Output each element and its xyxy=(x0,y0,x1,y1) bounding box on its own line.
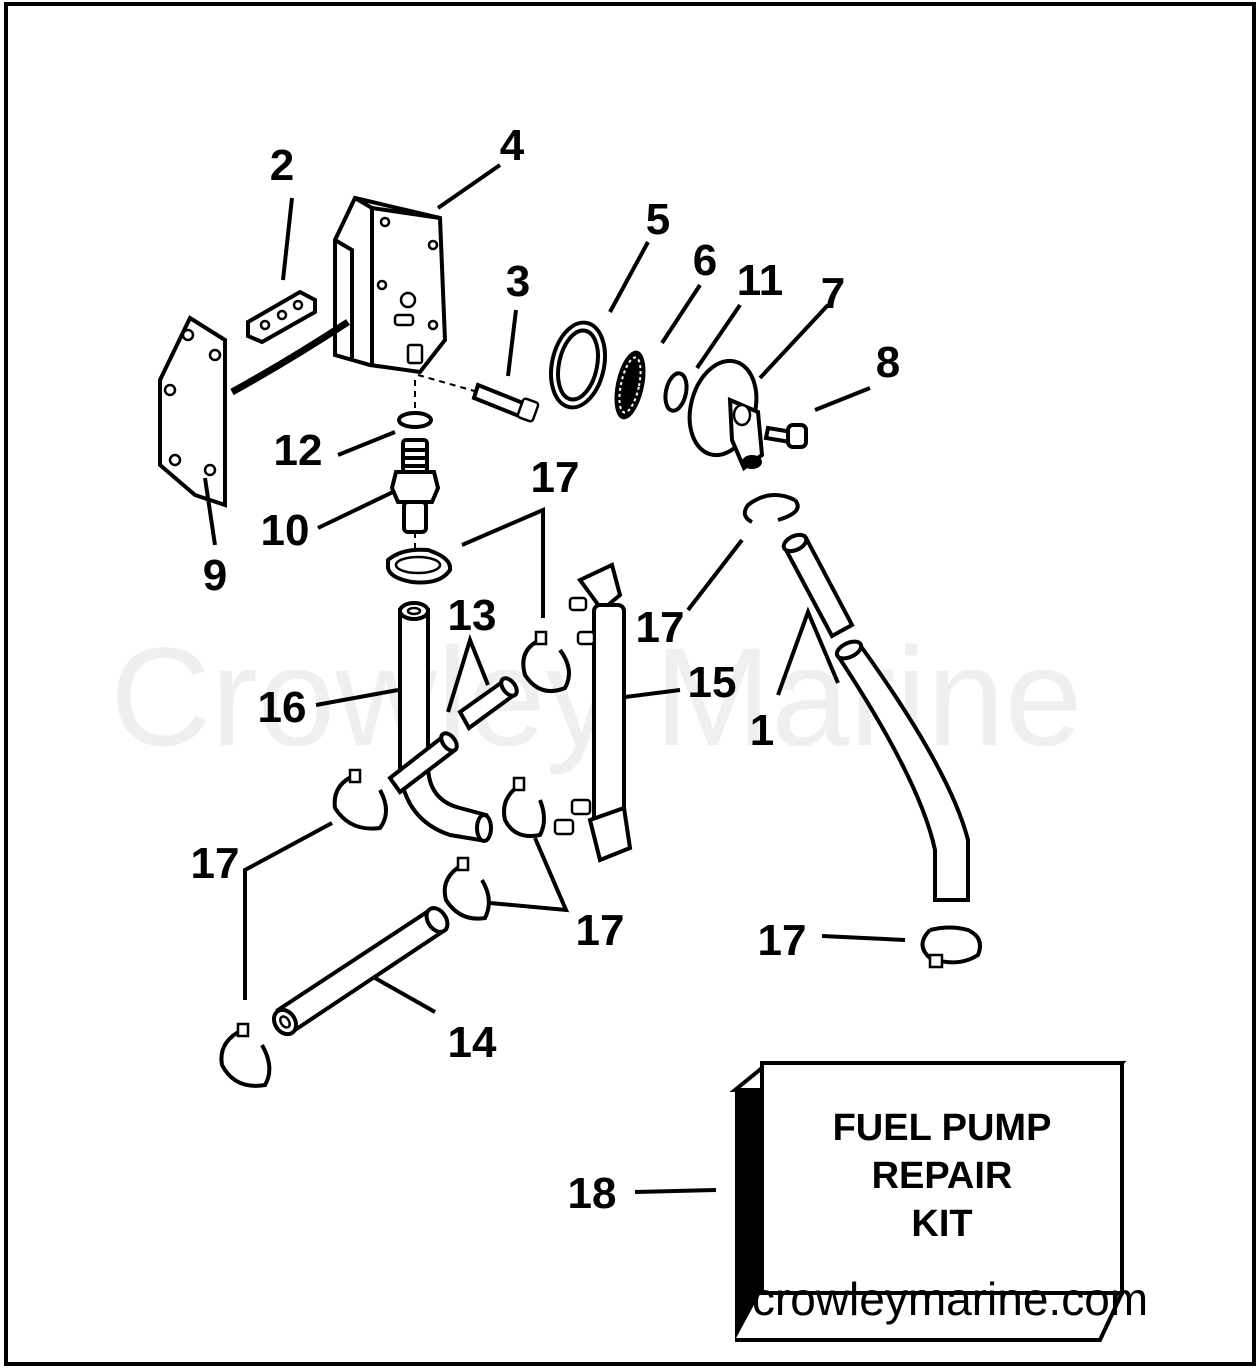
watermark-site: crowleymarine.com xyxy=(752,1273,1148,1325)
callout-13: 13 xyxy=(448,591,497,640)
callout-18: 18 xyxy=(568,1169,617,1218)
callout-10: 10 xyxy=(261,506,310,555)
callout-17-top: 17 xyxy=(531,453,580,502)
callout-17-center: 17 xyxy=(576,906,625,955)
part-5-o-ring xyxy=(549,320,607,410)
part-9-gasket xyxy=(158,315,227,508)
callout-16: 16 xyxy=(258,683,307,732)
callout-14: 14 xyxy=(448,1018,497,1067)
callout-7: 7 xyxy=(821,269,845,318)
kit-label-line1: FUEL PUMP xyxy=(833,1107,1052,1149)
part-10-fitting xyxy=(389,438,441,560)
callout-6: 6 xyxy=(693,236,717,285)
callout-17-right: 17 xyxy=(636,603,685,652)
callout-1: 1 xyxy=(750,706,774,755)
part-2-gasket xyxy=(246,289,317,345)
callout-17-bottom-right: 17 xyxy=(758,916,807,965)
callout-5: 5 xyxy=(646,195,670,244)
callout-9: 9 xyxy=(203,551,227,600)
kit-label-line2: REPAIR xyxy=(872,1155,1013,1197)
part-8-screw xyxy=(763,423,808,449)
kit-label-line3: KIT xyxy=(911,1203,972,1245)
callout-3: 3 xyxy=(506,257,530,306)
part-14-hose xyxy=(271,906,450,1037)
part-11-o-ring xyxy=(663,371,689,413)
callout-17-left: 17 xyxy=(191,839,240,888)
leader-lines xyxy=(203,163,906,1194)
part-16-hose xyxy=(398,601,493,843)
callout-15: 15 xyxy=(688,658,737,707)
part-4-fuel-pump xyxy=(230,195,448,396)
callout-12: 12 xyxy=(274,426,323,475)
part-1-hoses xyxy=(781,532,970,902)
part-15-fuel-pipe xyxy=(553,562,633,863)
part-6-screen xyxy=(614,350,646,420)
callout-4: 4 xyxy=(500,121,525,170)
part-17-clamps xyxy=(219,493,982,1088)
callout-11: 11 xyxy=(737,256,784,305)
part-13-hoses xyxy=(387,676,519,795)
callout-2: 2 xyxy=(270,141,294,190)
callout-8: 8 xyxy=(876,338,900,387)
part-12-o-ring xyxy=(397,411,433,429)
part-3-screw xyxy=(417,374,540,423)
page-border xyxy=(4,2,1256,1366)
part-7-cover xyxy=(687,358,765,472)
callout-numbers: 2 4 3 5 6 11 7 8 12 17 10 9 13 17 15 16 … xyxy=(191,121,901,1218)
part-18-repair-kit: FUEL PUMP REPAIR KIT xyxy=(729,1060,1127,1342)
